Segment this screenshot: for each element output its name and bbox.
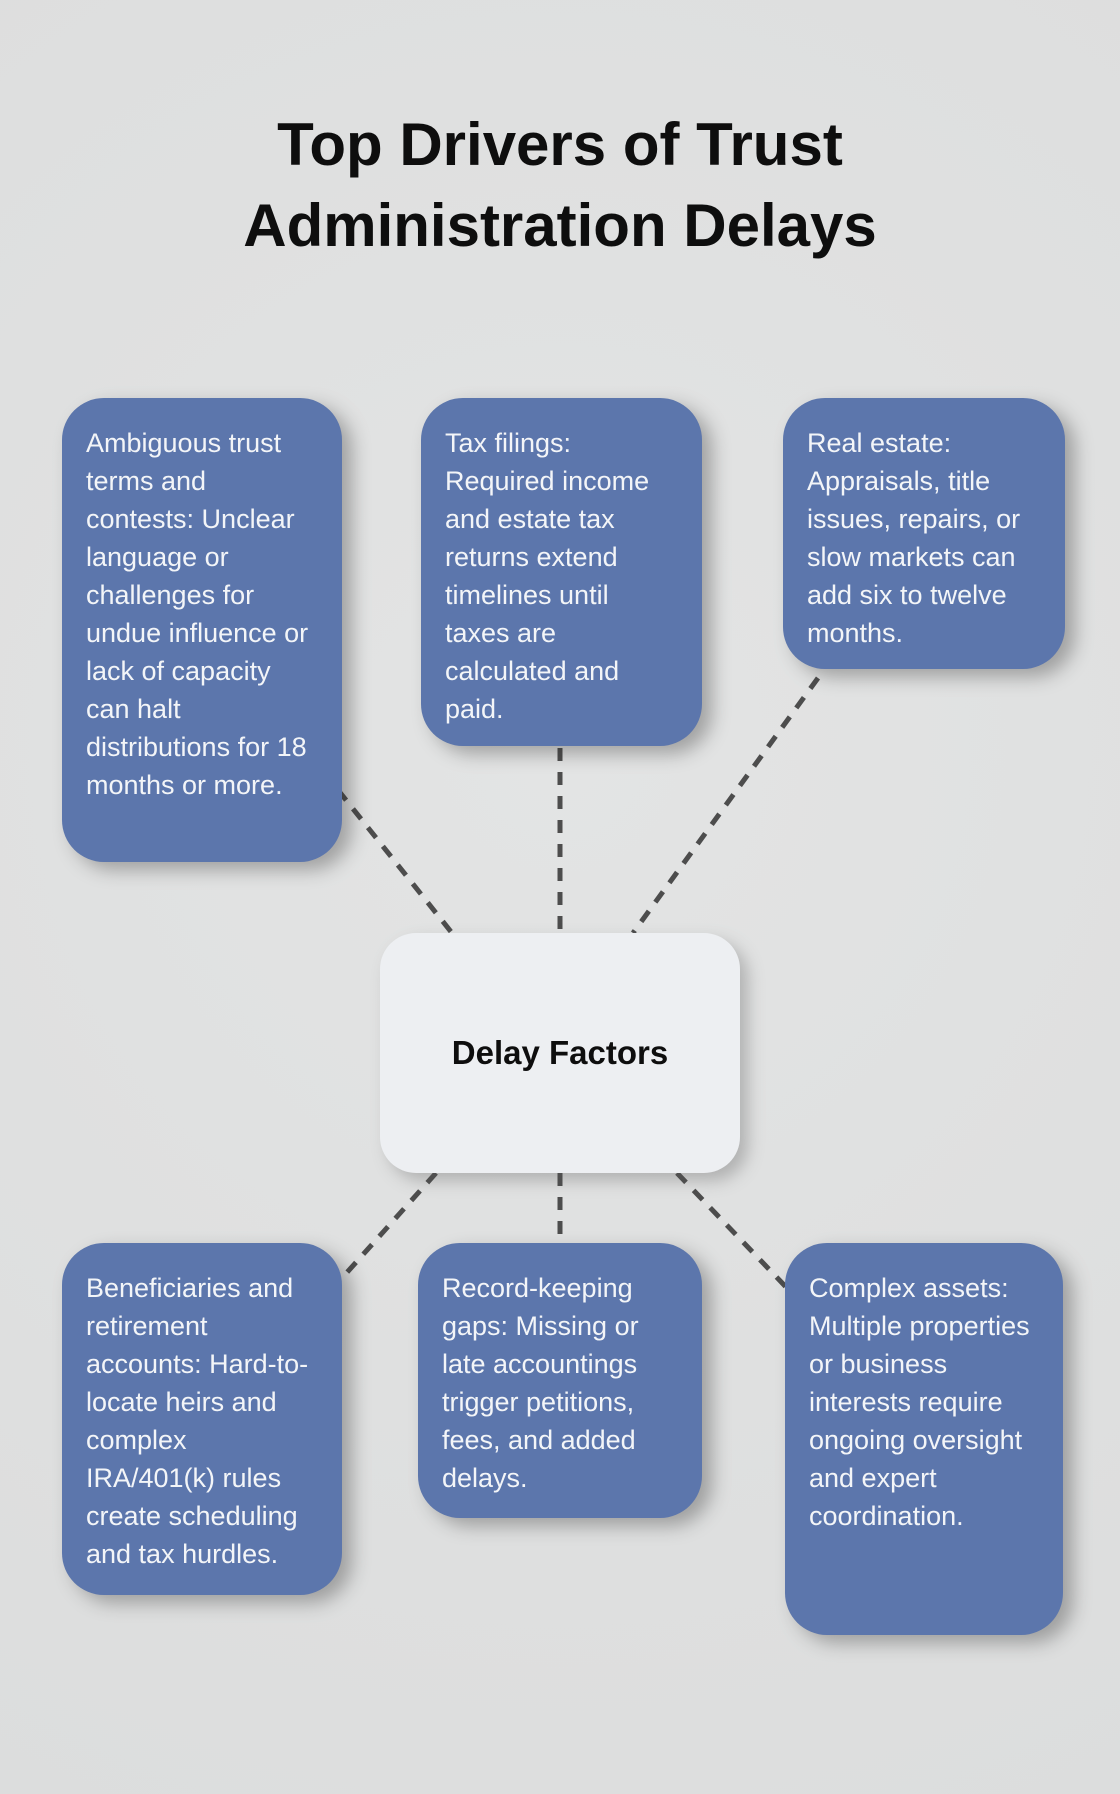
page-title: Top Drivers of Trust Administration Dela…	[0, 104, 1120, 266]
connector-ambiguous-trust-terms	[336, 788, 454, 935]
center-node-delay-factors: Delay Factors	[380, 933, 740, 1173]
node-ambiguous-trust-terms: Ambiguous trust terms and contests: Uncl…	[62, 398, 342, 862]
node-beneficiaries-retirement-accounts: Beneficiaries and retirement accounts: H…	[62, 1243, 342, 1595]
node-record-keeping-gaps: Record-keeping gaps: Missing or late acc…	[418, 1243, 702, 1518]
node-complex-assets-text: Complex assets: Multiple properties or b…	[809, 1273, 1030, 1531]
node-record-keeping-gaps-text: Record-keeping gaps: Missing or late acc…	[442, 1273, 639, 1493]
node-complex-assets: Complex assets: Multiple properties or b…	[785, 1243, 1063, 1635]
node-tax-filings: Tax filings: Required income and estate …	[421, 398, 702, 746]
connector-beneficiaries-retirement-accounts	[340, 1171, 438, 1280]
node-tax-filings-text: Tax filings: Required income and estate …	[445, 428, 650, 724]
node-real-estate: Real estate: Appraisals, title issues, r…	[783, 398, 1065, 669]
connector-real-estate	[630, 676, 821, 935]
connector-complex-assets	[675, 1171, 788, 1289]
page-title-line-2: Administration Delays	[243, 192, 877, 259]
node-real-estate-text: Real estate: Appraisals, title issues, r…	[807, 428, 1021, 648]
page-title-line-1: Top Drivers of Trust	[277, 111, 843, 178]
node-beneficiaries-retirement-accounts-text: Beneficiaries and retirement accounts: H…	[86, 1273, 309, 1569]
node-ambiguous-trust-terms-text: Ambiguous trust terms and contests: Uncl…	[86, 428, 309, 800]
center-node-label: Delay Factors	[451, 1034, 669, 1071]
